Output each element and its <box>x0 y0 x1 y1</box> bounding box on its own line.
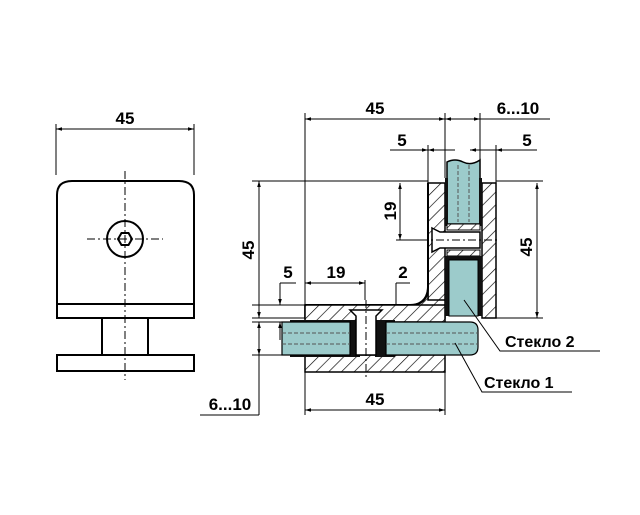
glass1-leader <box>454 342 572 393</box>
front-view: 45 <box>55 109 195 380</box>
clamp-body <box>56 180 195 319</box>
section-view: 45 6...10 5 5 19 45 45 6...10 5 19 2 45 <box>200 99 600 416</box>
glass-gap-top-label: 6...10 <box>497 99 540 118</box>
screw-offset-vertical-label: 19 <box>381 202 400 221</box>
height-right-label: 45 <box>517 238 536 257</box>
glass-1-right <box>385 321 479 356</box>
bottom-width-label: 45 <box>366 390 385 409</box>
lower-plate <box>304 354 446 373</box>
glass-1-left <box>281 321 351 356</box>
wall-left-label: 5 <box>397 131 406 150</box>
glass1-label: Стекло 1 <box>484 375 554 392</box>
front-width-label: 45 <box>116 109 135 128</box>
wall-right-label: 5 <box>522 131 531 150</box>
glass2-label: Стекло 2 <box>505 334 575 351</box>
glass2-leader <box>463 299 600 352</box>
glass-2-upper <box>446 158 481 225</box>
glass-2 <box>448 259 479 317</box>
vertical-wall-right <box>481 182 497 319</box>
top-width-label: 45 <box>366 99 385 118</box>
wall-bottom-label: 5 <box>283 263 292 282</box>
screw-offset-horizontal-label: 19 <box>327 263 346 282</box>
gap-label: 2 <box>398 263 407 282</box>
glass-gap-left-label: 6...10 <box>209 395 252 414</box>
hex-socket-icon <box>116 232 134 246</box>
height-left-label: 45 <box>239 241 258 260</box>
